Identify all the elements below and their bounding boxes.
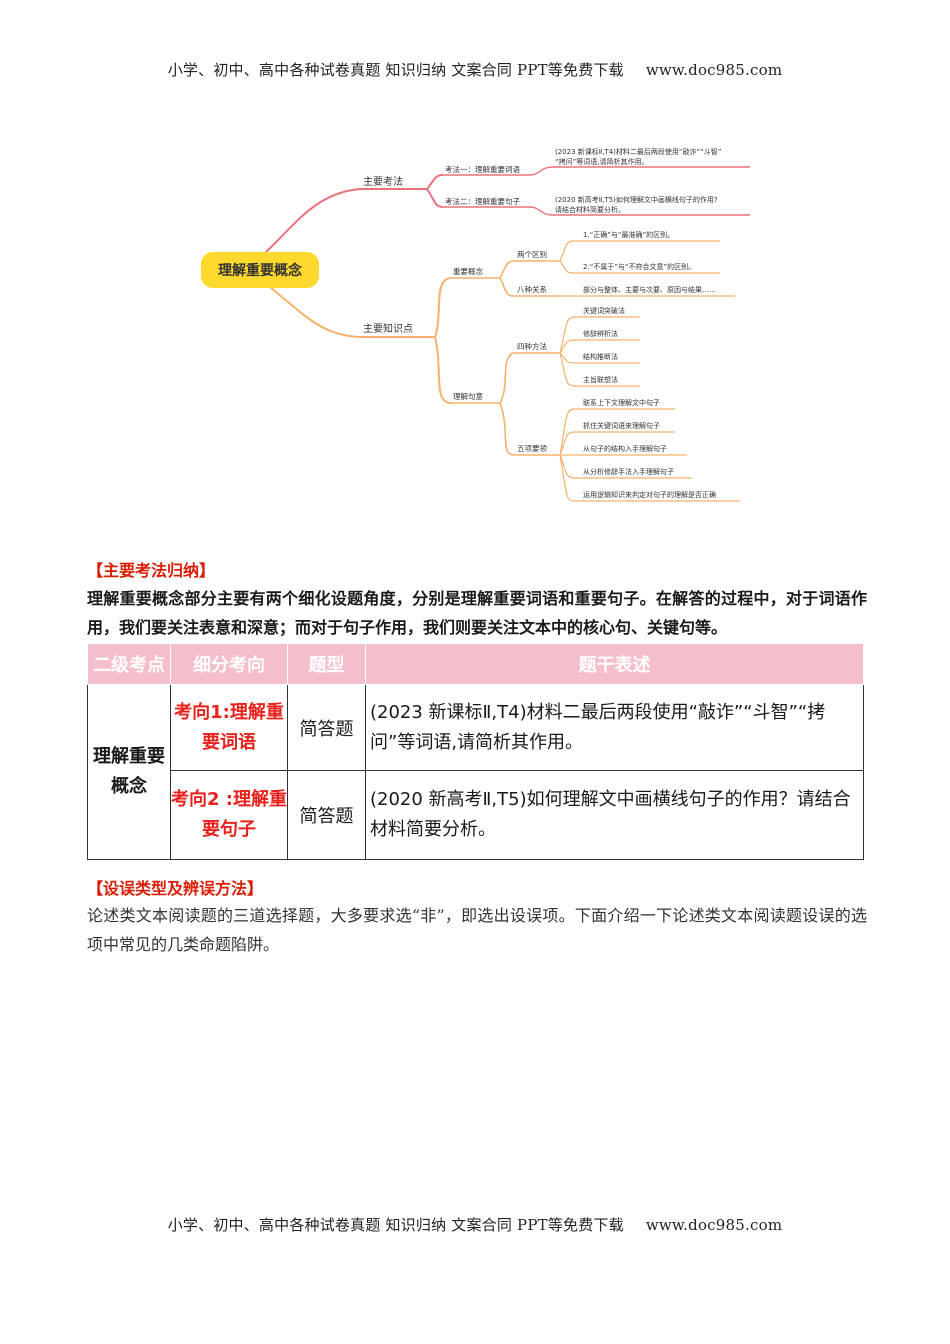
node-eight-relations: 八种关系 [517, 284, 547, 294]
header-direction: 细分考向 [170, 643, 288, 685]
root-node [201, 252, 319, 288]
header-secondary-point: 二级考点 [87, 643, 171, 685]
cell-direction: 考向2 :理解重要句子 [170, 770, 288, 860]
leaf-method-4: 主旨联想法 [583, 375, 618, 384]
header-url[interactable]: www.doc985.com [645, 61, 783, 79]
cell-direction: 考向1:理解重要词语 [170, 684, 288, 771]
section-paragraph-error-types: 论述类文本阅读题的三道选择题，大多要求选“非”，即选出设误项。下面介绍一下论述类… [87, 906, 867, 954]
header-text: 小学、初中、高中各种试卷真题 知识归纳 文案合同 PPT等免费下载 [167, 61, 624, 79]
mind-map: 理解重要概念 主要考法 主要知识点 考法一：理解重要词语 考法二：理解重要句子 … [201, 147, 750, 502]
method-1-detail-line2: “拷问”等词语,请简析其作用。 [555, 157, 648, 166]
leaf-method-2: 修辞辨析法 [583, 329, 618, 338]
cell-question-type: 简答题 [287, 770, 366, 860]
node-two-differences: 两个区别 [517, 250, 547, 259]
cell-secondary-point: 理解重要概念 [87, 684, 171, 860]
section-title-error-types: 【设误类型及辨误方法】 [87, 879, 264, 898]
header-question-type: 题型 [287, 643, 366, 685]
cell-question-stem: (2020 新高考Ⅱ,T5)如何理解文中画横线句子的作用？请结合材料简要分析。 [365, 770, 864, 860]
leaf-point-2: 抓住关键词语来理解句子 [583, 421, 660, 430]
leaf-relations: 部分与整体、主要与次要、原因与结果…… [583, 285, 716, 294]
leaf-point-5: 运用逻辑知识来判定对句子的理解是否正确 [583, 490, 716, 499]
node-understand-sentence: 理解句意 [453, 391, 483, 401]
leaf-point-3: 从句子的结构入手理解句子 [583, 444, 667, 453]
node-five-points: 五项要领 [517, 443, 547, 453]
cell-question-type: 简答题 [287, 684, 366, 771]
section-paragraph-main-methods: 理解重要概念部分主要有两个细化设题角度，分别是理解重要词语和重要句子。在解答的过… [87, 589, 867, 637]
leaf-diff-2: 2.“不属于”与“不符合文意”的区别。 [583, 262, 695, 271]
method-2-detail-line2: 请结合材料简要分析。 [555, 205, 625, 214]
node-four-methods: 四种方法 [517, 341, 547, 351]
branch-main-knowledge: 主要知识点 [363, 322, 413, 335]
method-1-detail-line1: (2023 新课标Ⅱ,T4)材料二最后两段使用“敲诈”“斗智” [555, 147, 721, 156]
leaf-point-1: 联系上下文理解文中句子 [583, 398, 660, 407]
footer-text: 小学、初中、高中各种试卷真题 知识归纳 文案合同 PPT等免费下载 [167, 1216, 624, 1234]
section-title-main-methods: 【主要考法归纳】 [87, 561, 216, 580]
method-2-label: 考法二：理解重要句子 [445, 196, 520, 206]
method-1-label: 考法一：理解重要词语 [445, 164, 520, 174]
branch-main-methods: 主要考法 [363, 175, 403, 188]
leaf-diff-1: 1.“正确”与“最准确”的区别。 [583, 230, 674, 239]
cell-question-stem: (2023 新课标Ⅱ,T4)材料二最后两段使用“敲诈”“斗智”“拷问”等词语,请… [365, 684, 864, 771]
leaf-method-3: 结构推断法 [583, 352, 618, 361]
table-row: 理解重要概念 考向1:理解重要词语 简答题 (2023 新课标Ⅱ,T4)材料二最… [87, 684, 864, 860]
exam-point-table: 二级考点 细分考向 题型 题干表述 理解重要概念 考向1:理解重要词语 简答题 … [87, 643, 864, 860]
table-row: 考向2 :理解重要句子 简答题 (2020 新高考Ⅱ,T5)如何理解文中画横线句… [88, 770, 864, 860]
leaf-point-4: 从分析修辞手法入手理解句子 [583, 467, 674, 476]
page-footer: 小学、初中、高中各种试卷真题 知识归纳 文案合同 PPT等免费下载 www.doc… [0, 1214, 950, 1235]
header-question-stem: 题干表述 [365, 643, 864, 685]
leaf-method-1: 关键词突破法 [583, 306, 625, 315]
node-important-concepts: 重要概念 [453, 266, 483, 276]
footer-url[interactable]: www.doc985.com [645, 1216, 783, 1234]
page-header: 小学、初中、高中各种试卷真题 知识归纳 文案合同 PPT等免费下载 www.doc… [0, 59, 950, 80]
table-header-row: 二级考点 细分考向 题型 题干表述 [87, 643, 864, 685]
method-2-detail-line1: (2020 新高考Ⅱ,T5)如何理解文中画横线句子的作用? [555, 195, 718, 204]
root-label: 理解重要概念 [218, 262, 303, 279]
